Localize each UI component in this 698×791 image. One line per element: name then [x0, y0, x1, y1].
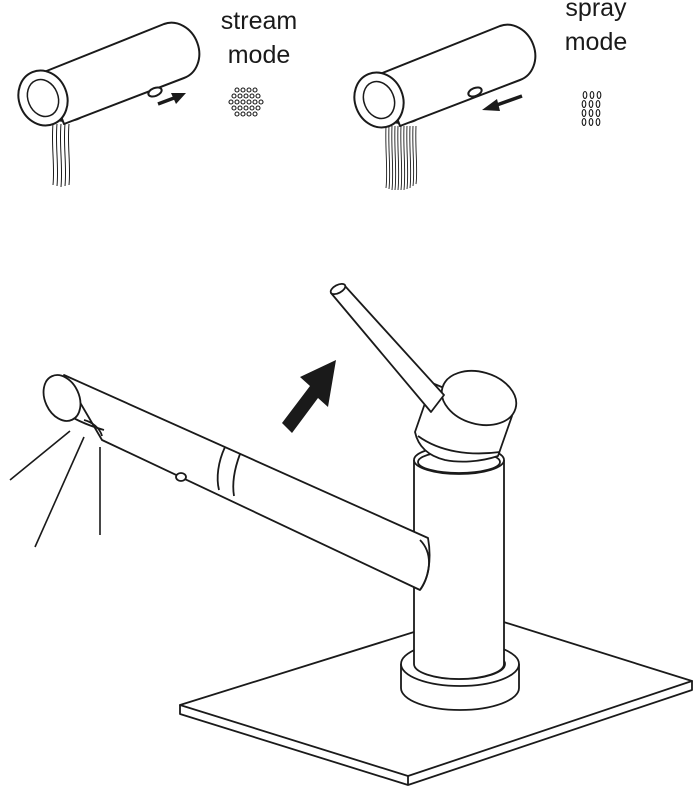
stream-mode-label-line1: stream [220, 7, 298, 35]
pull-out-spout [42, 374, 431, 591]
stream-water-lines [51, 123, 71, 188]
spray-mode-spout [353, 23, 537, 129]
spray-mode-label-line1: spray [565, 0, 627, 22]
stream-mode-label: stream mode [199, 4, 319, 72]
arrow-left-icon [482, 94, 523, 111]
stream-mode-nozzle-icon [228, 87, 264, 117]
stream-mode-spout [17, 21, 201, 127]
spray-mode-nozzle-icon [581, 90, 602, 127]
stream-mode-label-line2: mode [227, 41, 291, 69]
spray-water-lines [385, 125, 418, 191]
arrow-right-icon [157, 93, 186, 106]
spray-mode-label: spray mode [536, 0, 656, 59]
spout-spray-lines [9, 430, 101, 548]
lever-stick [329, 282, 445, 413]
arrow-up-icon [282, 360, 336, 433]
spray-mode-label-line2: mode [564, 28, 628, 56]
